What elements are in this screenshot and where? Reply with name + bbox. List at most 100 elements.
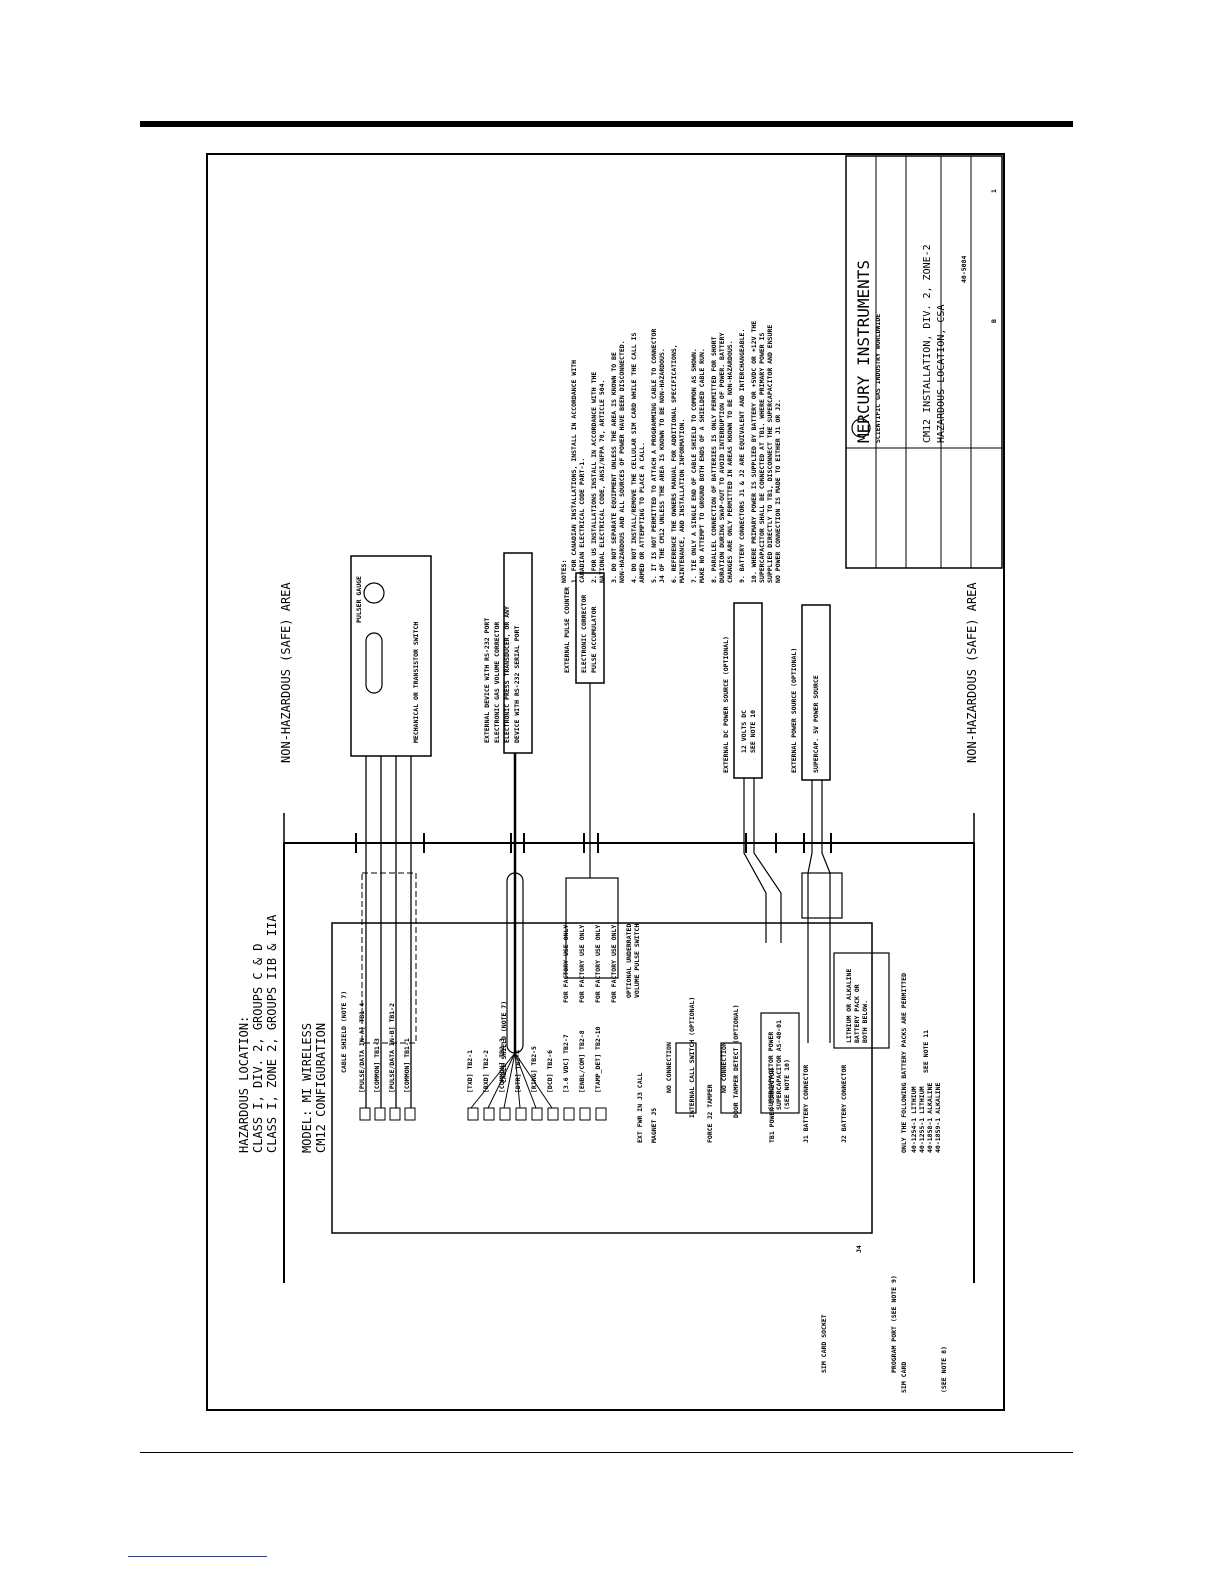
battery-note-line1: 40-1254-1 LITHIUM xyxy=(910,1086,918,1153)
note-line-5: 3. DO NOT SEPARATE EQUIPMENT UNLESS THE … xyxy=(610,352,618,583)
pulser-gauge-subtitle: MECHANICAL OR TRANSISTOR SWITCH xyxy=(412,622,420,743)
cable-shield-1-outline xyxy=(361,872,417,1044)
tb2-5-label: [RING] TB2-5 xyxy=(530,1046,538,1093)
battery-note-line2: 40-1255-1 LITHIUM xyxy=(918,1086,926,1153)
supercap-line1: SUPERCAPACITOR POWER xyxy=(767,1032,775,1110)
diagram-svg: HAZARDOUS LOCATION: CLASS I, DIV. 2, GRO… xyxy=(206,153,1005,1411)
optional-switch-line1: OPTIONAL UNDERRATED xyxy=(625,924,633,998)
internal-call-switch-label: INTERNAL CALL SWITCH (OPTIONAL) xyxy=(688,997,696,1118)
program-port-label: PROGRAM PORT (SEE NOTE 9) xyxy=(890,1275,898,1373)
magnet-connector-label: MAGNET J5 xyxy=(650,1108,658,1143)
notes-header: NOTES: xyxy=(560,560,568,583)
dc-power-line1: EXTERNAL DC POWER SOURCE (OPTIONAL) xyxy=(722,636,730,773)
drawing-size: B xyxy=(990,319,998,323)
door-tamper-label: DOOR TAMPER DETECT (OPTIONAL) xyxy=(732,1005,740,1119)
battery-connector-2-label: J2 BATTERY CONNECTOR xyxy=(840,1065,848,1143)
note-line-19: 10. WHERE PRIMARY POWER IS SUPPLIED BY B… xyxy=(750,321,758,583)
tb2-6-label: [DCD] TB2-6 xyxy=(546,1050,554,1093)
drawing-number: 40-5084 xyxy=(960,256,968,283)
sim-card-label: SIM CARD xyxy=(900,1362,908,1393)
optional-switch-box xyxy=(565,877,619,979)
hazardous-line3: CLASS I, ZONE 2, GROUPS IIB & IIA xyxy=(265,914,279,1153)
factory-use-3: FOR FACTORY USE ONLY xyxy=(594,925,602,1003)
external-device-box xyxy=(503,552,533,754)
note-line-16: DURATION DURING SWAP-OUT TO AVOID INTERR… xyxy=(718,332,726,583)
supercap-line3: (SEE NOTE 10) xyxy=(783,1059,791,1110)
battery-note-header: ONLY THE FOLLOWING BATTERY PACKS ARE PER… xyxy=(900,973,908,1153)
dc-power-wire-2 xyxy=(753,778,782,943)
factory-use-1: FOR FACTORY USE ONLY xyxy=(562,925,570,1003)
battery-note-line4: 40-1859-1 ALKALINE xyxy=(934,1082,942,1153)
j4-label: J4 xyxy=(855,1245,863,1253)
pulser-gauge-box xyxy=(350,555,432,757)
ext-power-line1: EXTERNAL POWER SOURCE (OPTIONAL) xyxy=(790,648,798,773)
rotated-text-layer: HAZARDOUS LOCATION: CLASS I, DIV. 2, GRO… xyxy=(237,189,998,1393)
note-line-22: NO POWER CONNECTION IS MADE TO EITHER J1… xyxy=(774,399,782,583)
note-line-9: 5. IT IS NOT PERMITTED TO ATTACH A PROGR… xyxy=(650,329,658,583)
door-tamper-box xyxy=(720,1042,742,1114)
note-line-20: SUPERCAPACITOR SHALL BE CONNECTED AT TB1… xyxy=(758,332,766,583)
note-line-6: NON-HAZARDOUS AND ALL SOURCES OF POWER H… xyxy=(618,340,626,583)
external-device-line2: ELECTRONIC GAS VOLUME CORRECTOR xyxy=(493,622,501,743)
drawing-border xyxy=(206,153,1005,1411)
ext-power-terminal-block xyxy=(801,872,843,919)
tb2-2-label: [RXD] TB2-2 xyxy=(482,1050,490,1093)
tb1-2-label: [PULSE/DATA IN-B] TB1-2 xyxy=(388,1003,396,1093)
dc-power-line2: 12 VOLTS DC xyxy=(740,710,748,753)
internal-call-switch-box xyxy=(675,1042,697,1114)
drawing-title-1: CM12 INSTALLATION, DIV. 2, ZONE-2 xyxy=(922,244,933,443)
sim-card-socket-label: SIM CARD SOCKET xyxy=(820,1314,828,1373)
terminal-block-icons xyxy=(359,1107,607,1121)
optional-switch-line2: VOLUME PULSE SWITCH xyxy=(633,924,641,998)
gauge-dial-icon xyxy=(363,582,385,604)
note-line-3: 2. FOR US INSTALLATIONS INSTALL IN ACCOR… xyxy=(590,372,598,583)
model-line1: MODEL: MI WIRELESS xyxy=(300,1023,314,1153)
model-line2: CM12 CONFIGURATION xyxy=(314,1023,328,1153)
title-block xyxy=(845,155,1003,569)
cable-shield-2-label: CABLE SHIELD (NOTE 7) xyxy=(500,1001,508,1083)
dc-power-line3: SEE NOTE 10 xyxy=(749,710,757,753)
battery-note-line3: 40-1858-1 ALKALINE xyxy=(926,1082,934,1153)
dc-power-wire-1 xyxy=(743,778,767,943)
pulser-wires xyxy=(365,756,412,1108)
external-device-line3: ELECTRONIC PRESS TRANSDUCER, OR ANY xyxy=(503,606,511,743)
factory-use-4: FOR FACTORY USE ONLY xyxy=(610,925,618,1003)
bottom-rule xyxy=(140,1452,1073,1453)
note-line-1: 1. FOR CANADIAN INSTALLATIONS, INSTALL I… xyxy=(570,360,578,583)
ext-power-wire-2 xyxy=(821,780,831,1043)
tb2-1-label: [TXD] TB2-1 xyxy=(466,1050,474,1093)
pulse-counter-line3: PULSE ACCUMULATOR xyxy=(590,606,598,673)
ext-power-wire-1 xyxy=(807,780,813,1043)
company-name: MERCURY INSTRUMENTS xyxy=(854,260,873,443)
supercapacitor-box xyxy=(760,1012,800,1114)
footer-link-underline[interactable] xyxy=(128,1556,267,1557)
no-connection-1: NO CONNECTION xyxy=(665,1042,673,1093)
hazardous-line2: CLASS I, DIV. 2, GROUPS C & D xyxy=(251,943,265,1153)
note-line-7: 4. DO NOT INSTALL/REMOVE THE CELLULAR SI… xyxy=(630,332,638,583)
tb2-3-label: [COMMON] TB2-3 xyxy=(498,1038,506,1093)
ext-power-line2: SUPERCAP. 5V POWER SOURCE xyxy=(812,675,820,773)
tb2-7-label: [3.6 VDC] TB2-7 xyxy=(562,1034,570,1093)
tb1-4-label: [PULSE/DATA IN-A] TB1-4 xyxy=(358,1003,366,1093)
external-power-box xyxy=(801,604,831,781)
note-line-21: SUPPLIED DIRECTLY TO TB1, DISCONNECT THE… xyxy=(766,325,774,583)
drawing-title-2: HAZARDOUS LOCATION, CSA xyxy=(936,305,947,443)
pulser-gauge-title: PULSER GAUGE xyxy=(355,576,363,623)
tb1-3-label: [COMMON] TB1-3 xyxy=(373,1038,381,1093)
note-line-11: 6. REFERENCE THE OWNERS MANUAL FOR ADDIT… xyxy=(670,344,678,583)
top-rule xyxy=(140,121,1073,127)
note-line-13: 7. TIE ONLY A SINGLE END OF CABLE SHIELD… xyxy=(690,348,698,583)
note-line-12: MAINTENANCE, AND INSTALLATION INFORMATIO… xyxy=(678,419,686,583)
note-line-8: ARMED OR ATTEMPTING TO PLACE A CALL. xyxy=(638,442,646,583)
external-device-line1: EXTERNAL DEVICE WITH RS-232 PORT xyxy=(483,618,491,743)
force-connector-label: FORCE J2 TAMPER xyxy=(706,1084,714,1143)
external-device-line4: DEVICE WITH RS-232 SERIAL PORT xyxy=(513,626,521,743)
external-dc-power-box xyxy=(733,602,763,779)
wiring-diagram: HAZARDOUS LOCATION: CLASS I, DIV. 2, GRO… xyxy=(206,153,1006,1417)
supercap-line2: SUPERCAPACITOR AS-40-01 xyxy=(775,1020,783,1110)
note-line-17: CHANGES ARE ONLY PERMITTED IN AREAS KNOW… xyxy=(726,340,734,583)
rs232-fanout xyxy=(470,1052,553,1109)
note-line-18: 9. BATTERY CONNECTORS J1 & J2 ARE EQUIVA… xyxy=(738,329,746,583)
tb1-1-label: [COMMON] TB1-1 xyxy=(403,1038,411,1093)
note-line-15: 8. PARALLEL CONNECTION OF BATTERIES IS O… xyxy=(710,336,718,583)
